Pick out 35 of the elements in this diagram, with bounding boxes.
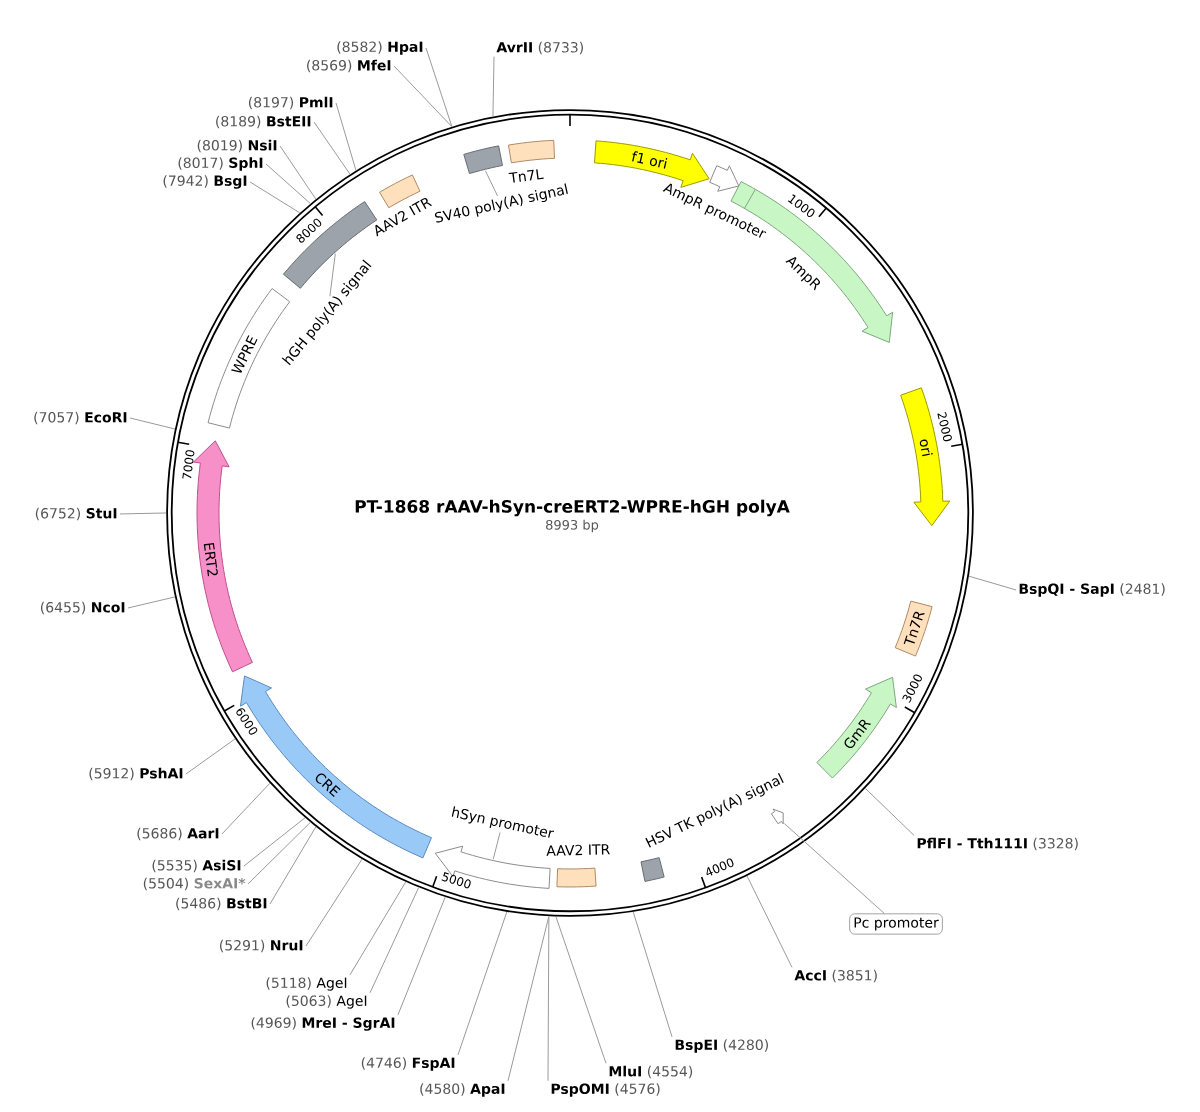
leader-line xyxy=(746,875,793,968)
leader-line xyxy=(127,596,176,609)
leader-line xyxy=(457,911,508,1056)
leader-line xyxy=(507,915,550,1082)
leader-line xyxy=(269,826,317,905)
leader-line xyxy=(249,181,301,214)
leader-line xyxy=(349,881,407,976)
leader-line xyxy=(397,896,446,1016)
leader-line xyxy=(968,575,1017,591)
leader-line xyxy=(492,832,501,860)
leader-line xyxy=(185,738,236,775)
leader-line xyxy=(221,782,271,835)
leader-line xyxy=(555,916,607,1064)
leader-line xyxy=(784,823,885,914)
leader-line xyxy=(632,911,673,1038)
leader-line xyxy=(265,163,311,205)
leader-line xyxy=(305,858,363,947)
leader-line xyxy=(243,817,306,867)
leader-line xyxy=(329,253,336,297)
feature-box xyxy=(463,145,503,175)
feature-block xyxy=(770,808,784,825)
leader-line xyxy=(393,65,453,128)
leader-line xyxy=(279,145,317,200)
leader-line xyxy=(247,821,311,885)
leader-line xyxy=(425,47,453,128)
leader-line xyxy=(335,102,357,171)
leader-line xyxy=(129,417,176,430)
leader-line xyxy=(313,121,351,175)
leader-line xyxy=(547,915,550,1082)
leader-line xyxy=(119,512,167,515)
plasmid-title: PT-1868 rAAV-hSyn-creERT2-WPRE-hGH polyA xyxy=(355,499,790,517)
leader-line xyxy=(864,787,915,836)
leader-line xyxy=(369,886,420,994)
leader-line xyxy=(484,170,499,197)
leader-line xyxy=(492,56,495,117)
